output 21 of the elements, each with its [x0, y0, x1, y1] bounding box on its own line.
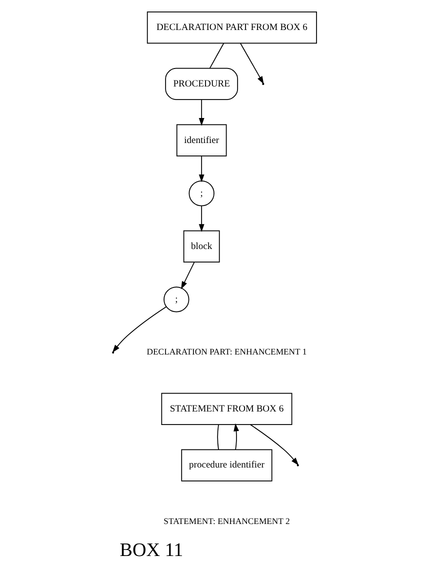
arrow [198, 205, 204, 232]
node-box: DECLARATION PART FROM BOX 6 [146, 12, 316, 44]
arrow [198, 156, 204, 182]
arrow [198, 99, 204, 126]
connector [208, 42, 224, 69]
label: STATEMENT: ENHANCEMENT 2 [163, 516, 290, 526]
node-box: STATEMENT FROM BOX 6 [160, 392, 292, 425]
label: DECLARATION PART: ENHANCEMENT 1 [146, 346, 306, 357]
connector [216, 424, 218, 450]
node-circle: ; [188, 180, 214, 206]
node-box: procedure identifier [180, 449, 272, 482]
arrow [180, 262, 194, 290]
node-box: block [182, 230, 220, 262]
arrow [233, 423, 239, 450]
node-circle: ; [163, 286, 189, 312]
diagram-title: BOX 11 [119, 540, 183, 562]
arrow [249, 424, 298, 466]
node-box: PROCEDURE [164, 68, 238, 100]
arrow [112, 306, 166, 353]
arrow [240, 42, 264, 84]
node-box: identifier [176, 124, 226, 156]
